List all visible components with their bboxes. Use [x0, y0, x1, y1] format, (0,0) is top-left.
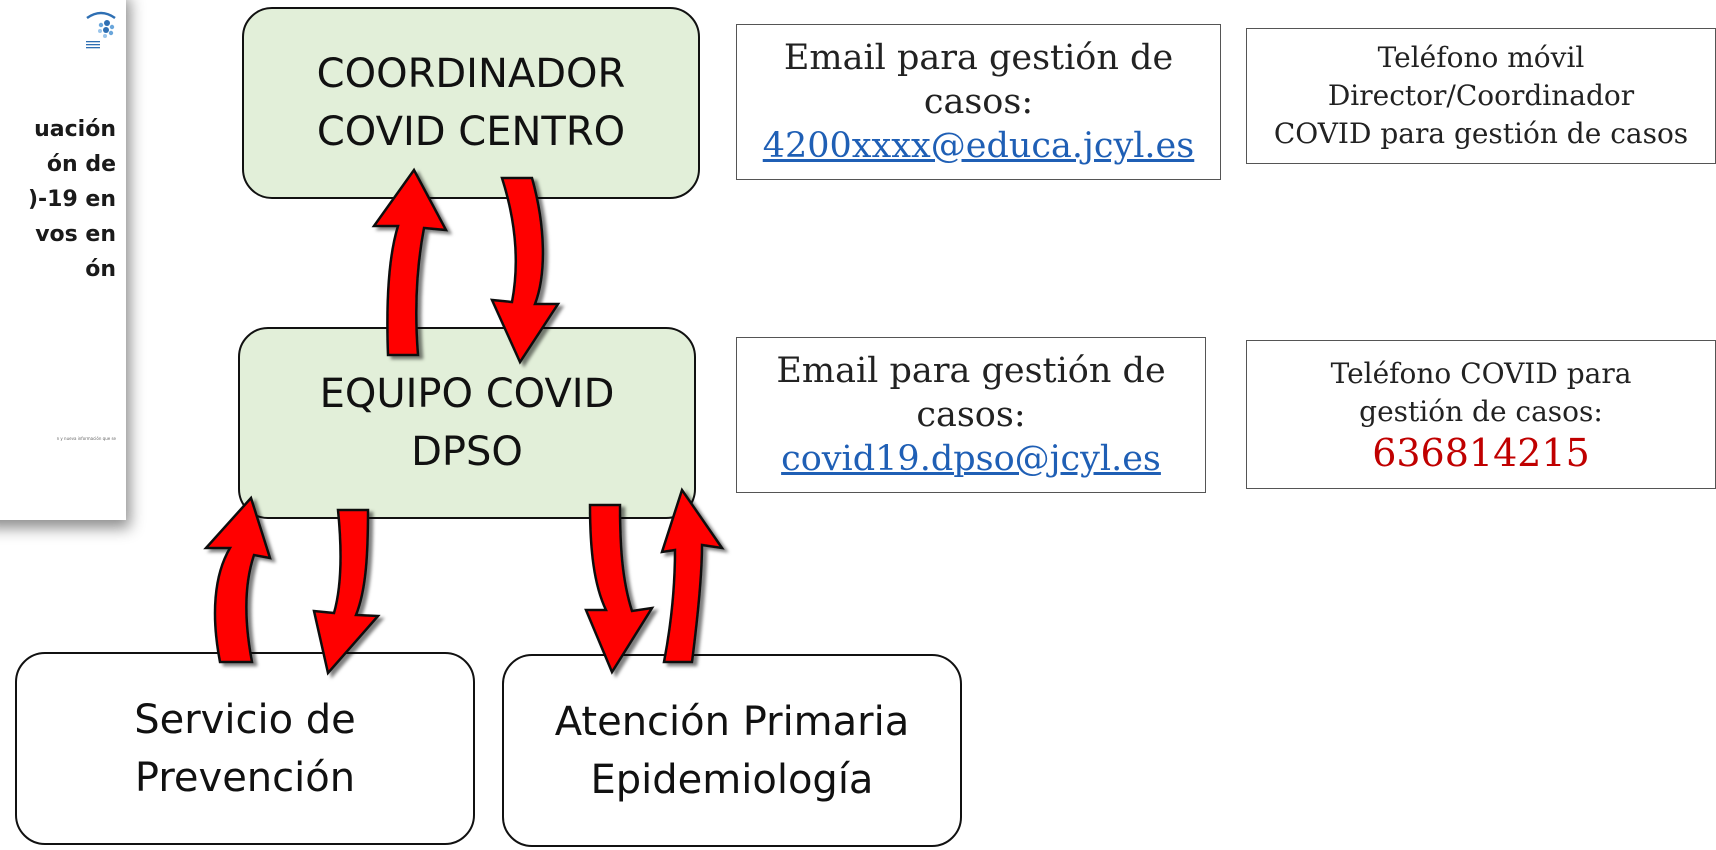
document-footer-text: n y nueva información que se	[56, 436, 116, 441]
arrow-down-icon	[312, 508, 381, 676]
document-text-line: ón de	[46, 152, 116, 177]
telefono-centro-label-line1: Teléfono móvil	[1377, 41, 1585, 74]
equipo-label-line2: DPSO	[411, 429, 523, 475]
email-dpso-box: Email para gestión de casos: covid19.dps…	[736, 337, 1206, 493]
coordinador-label-line2: COVID CENTRO	[316, 109, 626, 155]
email-centro-label-line1: Email para gestión de	[783, 38, 1174, 78]
document-text-line: )-19 en	[27, 187, 116, 212]
telefono-dpso-label-line2: gestión de casos:	[1359, 394, 1603, 428]
arrow-up-icon	[203, 495, 272, 664]
document-title-fragment: uación ón de )-19 en vos en ón	[28, 112, 116, 287]
atencion-label-line1: Atención Primaria	[554, 698, 910, 745]
coordinador-label-line1: COORDINADOR	[316, 51, 626, 97]
document-text-line: ón	[85, 257, 116, 282]
equipo-covid-dpso-box: EQUIPO COVID DPSO	[238, 327, 696, 519]
epidemiology-network-logo	[86, 11, 116, 49]
email-centro-label-line2: casos:	[923, 82, 1034, 122]
document-thumbnail: uación ón de )-19 en vos en ón n y nueva…	[0, 0, 126, 520]
servicio-prevencion-box: Servicio de Prevención	[15, 652, 475, 845]
coordinador-covid-centro-box: COORDINADOR COVID CENTRO	[242, 7, 700, 199]
servicio-label-line2: Prevención	[134, 754, 356, 801]
telefono-dpso-label-line1: Teléfono COVID para	[1330, 356, 1632, 390]
atencion-label-line2: Epidemiología	[590, 756, 874, 803]
email-dpso-label-line1: Email para gestión de	[776, 351, 1166, 391]
email-centro-box: Email para gestión de casos: 4200xxxx@ed…	[736, 24, 1221, 180]
servicio-label-line1: Servicio de	[134, 696, 356, 743]
telefono-centro-label-line2: Director/Coordinador	[1327, 79, 1635, 112]
email-centro-link[interactable]: 4200xxxx@educa.jcyl.es	[762, 126, 1195, 166]
email-dpso-link[interactable]: covid19.dpso@jcyl.es	[781, 439, 1161, 479]
document-text-line: uación	[34, 117, 116, 142]
email-dpso-label-line2: casos:	[916, 395, 1026, 435]
telefono-dpso-box: Teléfono COVID para gestión de casos: 63…	[1246, 340, 1716, 489]
telefono-centro-label-line3: COVID para gestión de casos	[1273, 117, 1689, 150]
atencion-primaria-box: Atención Primaria Epidemiología	[502, 654, 962, 847]
arrow-down-icon	[584, 503, 655, 675]
document-text-line: vos en	[35, 222, 116, 247]
equipo-label-line1: EQUIPO COVID	[319, 371, 615, 417]
telefono-centro-box: Teléfono móvil Director/Coordinador COVI…	[1246, 28, 1716, 164]
telefono-dpso-number: 636814215	[1372, 430, 1590, 475]
